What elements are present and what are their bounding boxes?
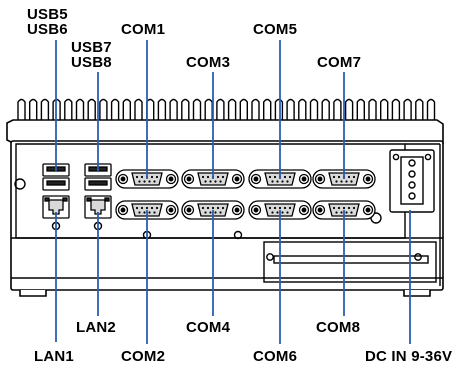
label-lan1: LAN1 — [34, 348, 74, 365]
heatsink-fin — [227, 98, 237, 121]
heatsink-fin — [426, 98, 436, 121]
lan-led — [86, 197, 92, 202]
heatsink-fin — [298, 98, 307, 121]
label-lan2: LAN2 — [76, 319, 116, 336]
label-dc-in: DC IN 9-36V — [365, 348, 453, 365]
label-com4: COM4 — [186, 319, 231, 336]
heatsink-fin — [192, 98, 202, 121]
label-com6: COM6 — [253, 348, 298, 365]
heatsink-fin — [251, 98, 260, 121]
heatsink-fin — [87, 98, 96, 121]
label-com5: COM5 — [253, 21, 298, 38]
heatsink-fins — [17, 98, 436, 121]
heatsink-fin — [274, 98, 284, 121]
heatsink-fin — [134, 98, 143, 121]
heatsink-fin — [380, 98, 389, 121]
heatsink-fin — [344, 98, 354, 121]
label-com8: COM8 — [316, 319, 361, 336]
heatsink-fin — [40, 98, 50, 121]
callout-lines — [55, 40, 411, 344]
lan-ports — [42, 195, 112, 219]
label-usb8: USB8 — [71, 54, 112, 71]
lan-jack — [48, 199, 64, 215]
label-com1: COM1 — [121, 21, 166, 38]
usb-tongue — [88, 180, 108, 186]
heatsink-fin — [75, 98, 85, 121]
label-usb5: USB5 — [27, 6, 68, 23]
label-com3: COM3 — [186, 54, 231, 71]
heatsink-fin — [216, 98, 225, 121]
usb-tongue — [46, 180, 66, 186]
heatsink-fin — [368, 98, 377, 121]
label-usb7: USB7 — [71, 39, 112, 56]
label-com2: COM2 — [121, 348, 166, 365]
heatsink-fin — [391, 98, 401, 121]
lan-led — [104, 197, 110, 202]
heatsink-fin — [263, 98, 272, 121]
heatsink-fin — [64, 98, 73, 121]
label-usb6: USB6 — [27, 21, 68, 38]
dc-in-terminal — [389, 149, 435, 213]
heatsink-fin — [122, 98, 131, 121]
heatsink-fin — [415, 98, 424, 121]
heatsink-fin — [286, 98, 295, 121]
label-com7: COM7 — [317, 54, 362, 71]
heatsink-fin — [309, 98, 319, 121]
lan-led — [44, 197, 50, 202]
heatsink-fin — [204, 98, 213, 121]
lan-led — [62, 197, 68, 202]
heatsink-fin — [157, 98, 167, 121]
lan-jack — [90, 199, 106, 215]
heatsink-fin — [239, 98, 248, 121]
heatsink-fin — [169, 98, 178, 121]
heatsink-fin — [321, 98, 330, 121]
heatsink-fin — [17, 98, 26, 121]
heatsink-fin — [99, 98, 108, 121]
heatsink-fin — [403, 98, 412, 121]
heatsink-fin — [333, 98, 342, 121]
heatsink-fin — [356, 98, 365, 121]
heatsink-fin — [110, 98, 120, 121]
heatsink-fin — [29, 98, 38, 121]
heatsink-fin — [181, 98, 190, 121]
